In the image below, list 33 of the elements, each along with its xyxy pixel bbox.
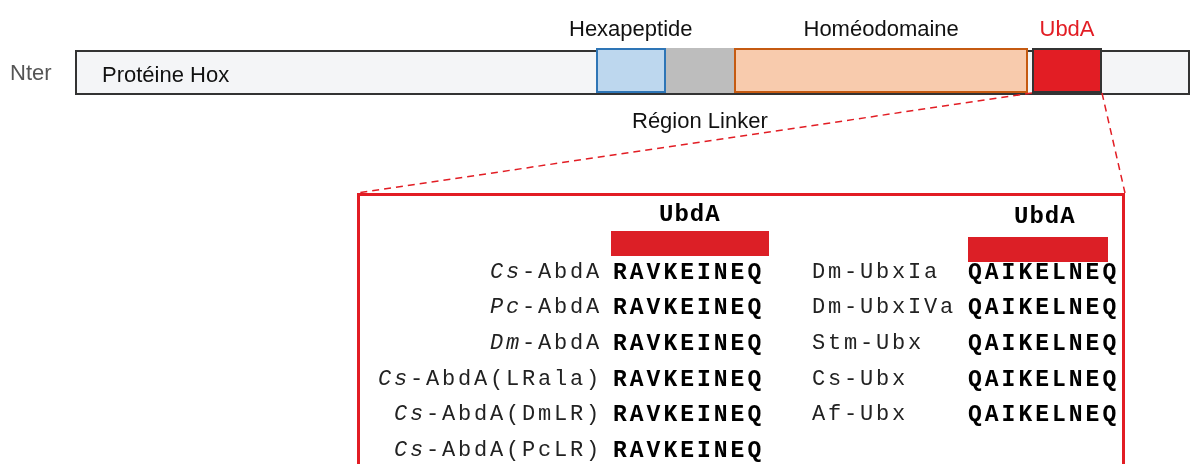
sequence-name: Dm-AbdA	[490, 333, 603, 355]
zoom-inset-box	[357, 193, 1125, 464]
amino-acid-sequence: RAVKEINEQ	[613, 333, 765, 356]
sequence-name: Af-Ubx	[812, 404, 908, 426]
segment-label: UbdA	[1039, 16, 1095, 42]
column-heading: UbdA	[1014, 205, 1076, 229]
protein-label: Protéine Hox	[102, 62, 230, 88]
sequence-name: Cs-AbdA(LRala)	[378, 369, 603, 391]
segment-label: Homéodomaine	[803, 16, 959, 42]
ubda-marker-bar	[611, 231, 769, 256]
terminus-label: Nter	[10, 60, 52, 86]
sequence-name: Cs-Ubx	[812, 369, 908, 391]
sequence-name: Cs-AbdA(DmLR)	[394, 404, 603, 426]
amino-acid-sequence: RAVKEINEQ	[613, 404, 765, 427]
amino-acid-sequence: RAVKEINEQ	[613, 297, 765, 320]
amino-acid-sequence: QAIKELNEQ	[968, 333, 1120, 356]
segment-label: Région Linker	[632, 108, 768, 134]
segment-label: Hexapeptide	[569, 16, 693, 42]
amino-acid-sequence: RAVKEINEQ	[613, 262, 765, 285]
sequence-name: Dm-UbxIa	[812, 262, 941, 284]
sequence-name: Cs-AbdA	[490, 262, 603, 284]
amino-acid-sequence: QAIKELNEQ	[968, 404, 1120, 427]
sequence-name: Dm-UbxIVa	[812, 297, 957, 319]
amino-acid-sequence: RAVKEINEQ	[613, 369, 765, 392]
sequence-name: Pc-AbdA	[490, 297, 603, 319]
amino-acid-sequence: RAVKEINEQ	[613, 440, 765, 463]
amino-acid-sequence: QAIKELNEQ	[968, 369, 1120, 392]
ubda-marker-bar	[968, 237, 1108, 262]
column-heading: UbdA	[659, 203, 721, 227]
amino-acid-sequence: QAIKELNEQ	[968, 262, 1120, 285]
sequence-name: Stm-Ubx	[812, 333, 924, 355]
amino-acid-sequence: QAIKELNEQ	[968, 297, 1120, 320]
sequence-name: Cs-AbdA(PcLR)	[394, 440, 603, 462]
